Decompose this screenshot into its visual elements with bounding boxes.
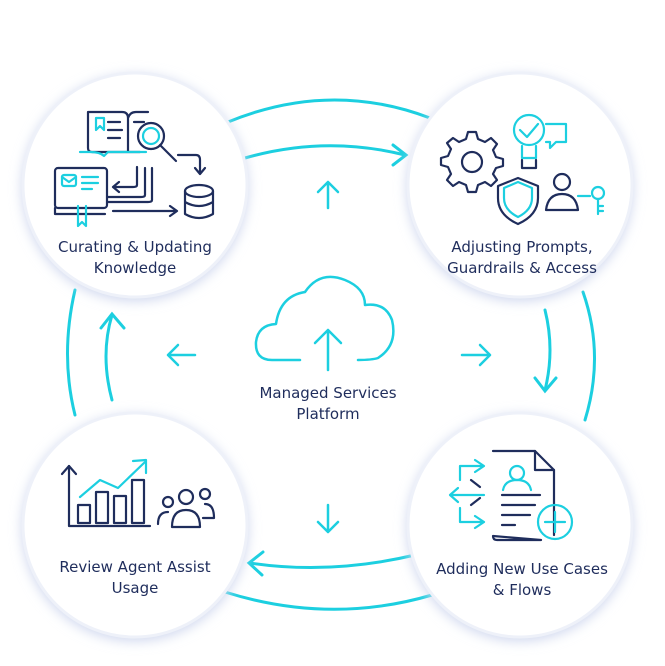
node-adding-use-cases: Adding New Use Cases & Flows <box>412 559 632 601</box>
right-arrow-icon <box>460 343 492 367</box>
node-label-line2: Knowledge <box>93 259 177 277</box>
top-inner-arc <box>243 144 407 160</box>
node-adjusting-prompts: Adjusting Prompts, Guardrails & Access <box>412 237 632 279</box>
left-outer-arc <box>66 288 77 417</box>
top-outer-arc <box>226 98 432 124</box>
center-label: Managed Services Platform <box>218 383 438 425</box>
node-label-line2: Usage <box>111 579 159 597</box>
node-label-line2: & Flows <box>492 581 552 599</box>
node-label-line1: Adding New Use Cases <box>436 560 608 578</box>
node-label-line1: Adjusting Prompts, <box>451 238 593 256</box>
cloud-upload-icon <box>254 275 395 372</box>
node-circles <box>21 71 634 641</box>
right-inner-arc <box>543 308 552 392</box>
left-arrow-icon <box>166 343 197 367</box>
left-inner-arc <box>104 313 114 402</box>
node-label-line1: Review Agent Assist <box>59 558 211 576</box>
bottom-arrowhead <box>246 550 265 577</box>
top-arrowhead <box>391 143 409 167</box>
cycle-arcs <box>66 98 596 611</box>
node-review-usage: Review Agent Assist Usage <box>25 557 245 599</box>
node-label-line1: Curating & Updating <box>58 238 212 256</box>
up-arrow-icon <box>316 180 340 210</box>
center-label-line2: Platform <box>296 405 360 423</box>
down-arrow-icon <box>316 503 340 534</box>
center-arrows <box>166 180 492 534</box>
right-arrowhead <box>533 376 558 394</box>
right-outer-arc <box>581 290 596 422</box>
left-arrowhead <box>99 311 126 330</box>
center-label-line1: Managed Services <box>259 384 397 402</box>
node-curating-knowledge: Curating & Updating Knowledge <box>25 237 245 279</box>
bottom-inner-arc <box>248 553 417 569</box>
node-label-line2: Guardrails & Access <box>447 259 597 277</box>
settings-shield-access-icon <box>439 113 606 226</box>
analytics-users-icon <box>60 458 216 529</box>
knowledge-base-icon <box>53 110 215 228</box>
bottom-outer-arc <box>223 590 434 611</box>
document-add-flow-icon <box>448 449 574 542</box>
